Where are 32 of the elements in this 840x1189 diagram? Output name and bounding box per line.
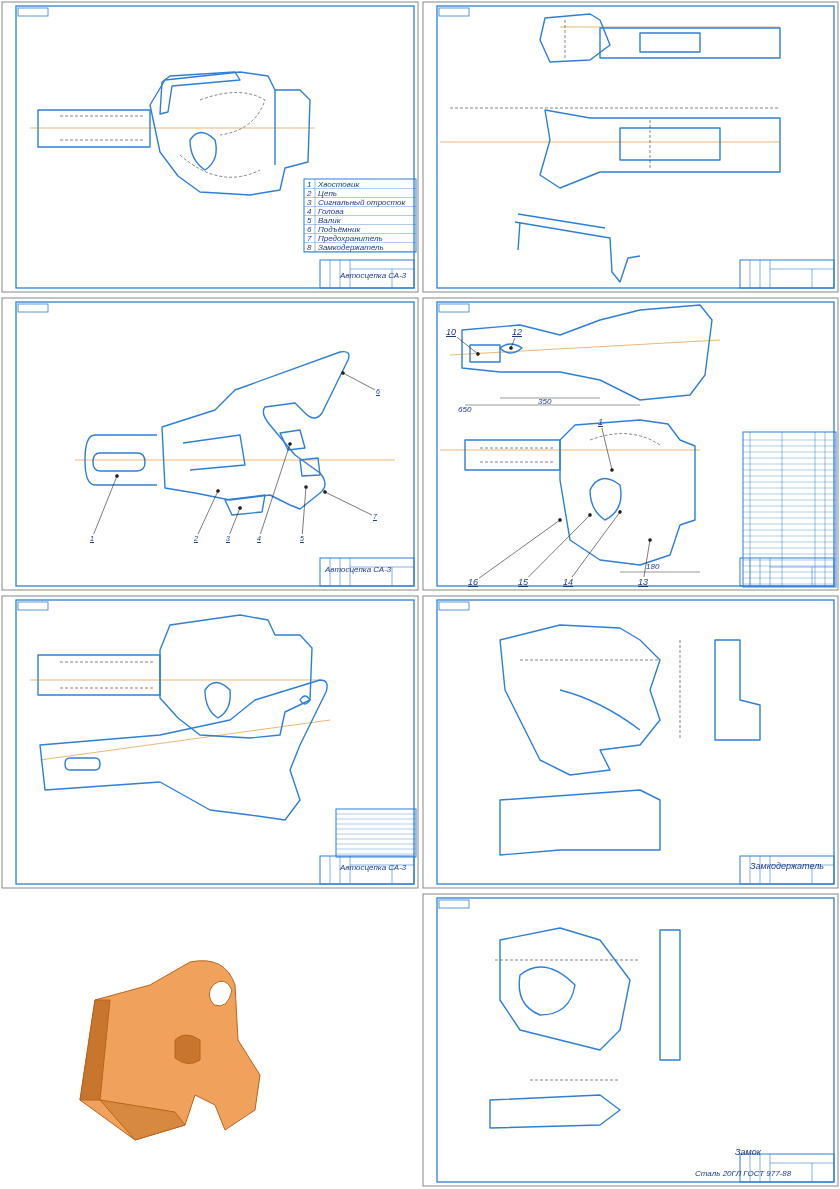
part-name: Цепь xyxy=(318,190,338,198)
callout-number: 13 xyxy=(638,578,648,587)
part-name: Валик xyxy=(318,217,341,225)
callout-number: 14 xyxy=(563,578,573,587)
dimension-value: 180 xyxy=(646,563,660,571)
material-spec: Сталь 20ГЛ ГОСТ 977-88 xyxy=(695,1170,792,1178)
item-number: 4 xyxy=(307,208,312,216)
item-number: 7 xyxy=(307,235,312,243)
item-number: 2 xyxy=(307,190,312,198)
item-number: 3 xyxy=(307,199,312,207)
drawing-title: Замкодержатель xyxy=(750,862,825,871)
part-name: Сигнальный отросток xyxy=(318,199,406,207)
drawing-title: Автосцепка СА-3 xyxy=(340,272,407,280)
drawing-title: Автосцепка СА-3 xyxy=(340,864,407,872)
drawing-title: Автосцепка СА-3 xyxy=(325,566,392,574)
dimension-value: 650 xyxy=(458,406,472,414)
part-name: Подъёмник xyxy=(318,226,361,234)
drawing-title: Замок xyxy=(735,1148,761,1157)
item-number: 5 xyxy=(307,217,312,225)
part-name: Хвостовик xyxy=(318,181,360,189)
part-name: Предохранитель xyxy=(318,235,383,243)
part-name: Голова xyxy=(318,208,344,216)
dimension-value: 350 xyxy=(538,398,552,406)
callout-number: 15 xyxy=(518,578,528,587)
callout-number: 1 xyxy=(598,418,603,427)
callout-number: 12 xyxy=(512,328,522,337)
part-name: Замкодержатель xyxy=(318,244,384,252)
callout-number: 10 xyxy=(446,328,456,337)
item-number: 8 xyxy=(307,244,312,252)
item-number: 6 xyxy=(307,226,312,234)
item-number: 1 xyxy=(307,181,312,189)
callout-number: 16 xyxy=(468,578,478,587)
